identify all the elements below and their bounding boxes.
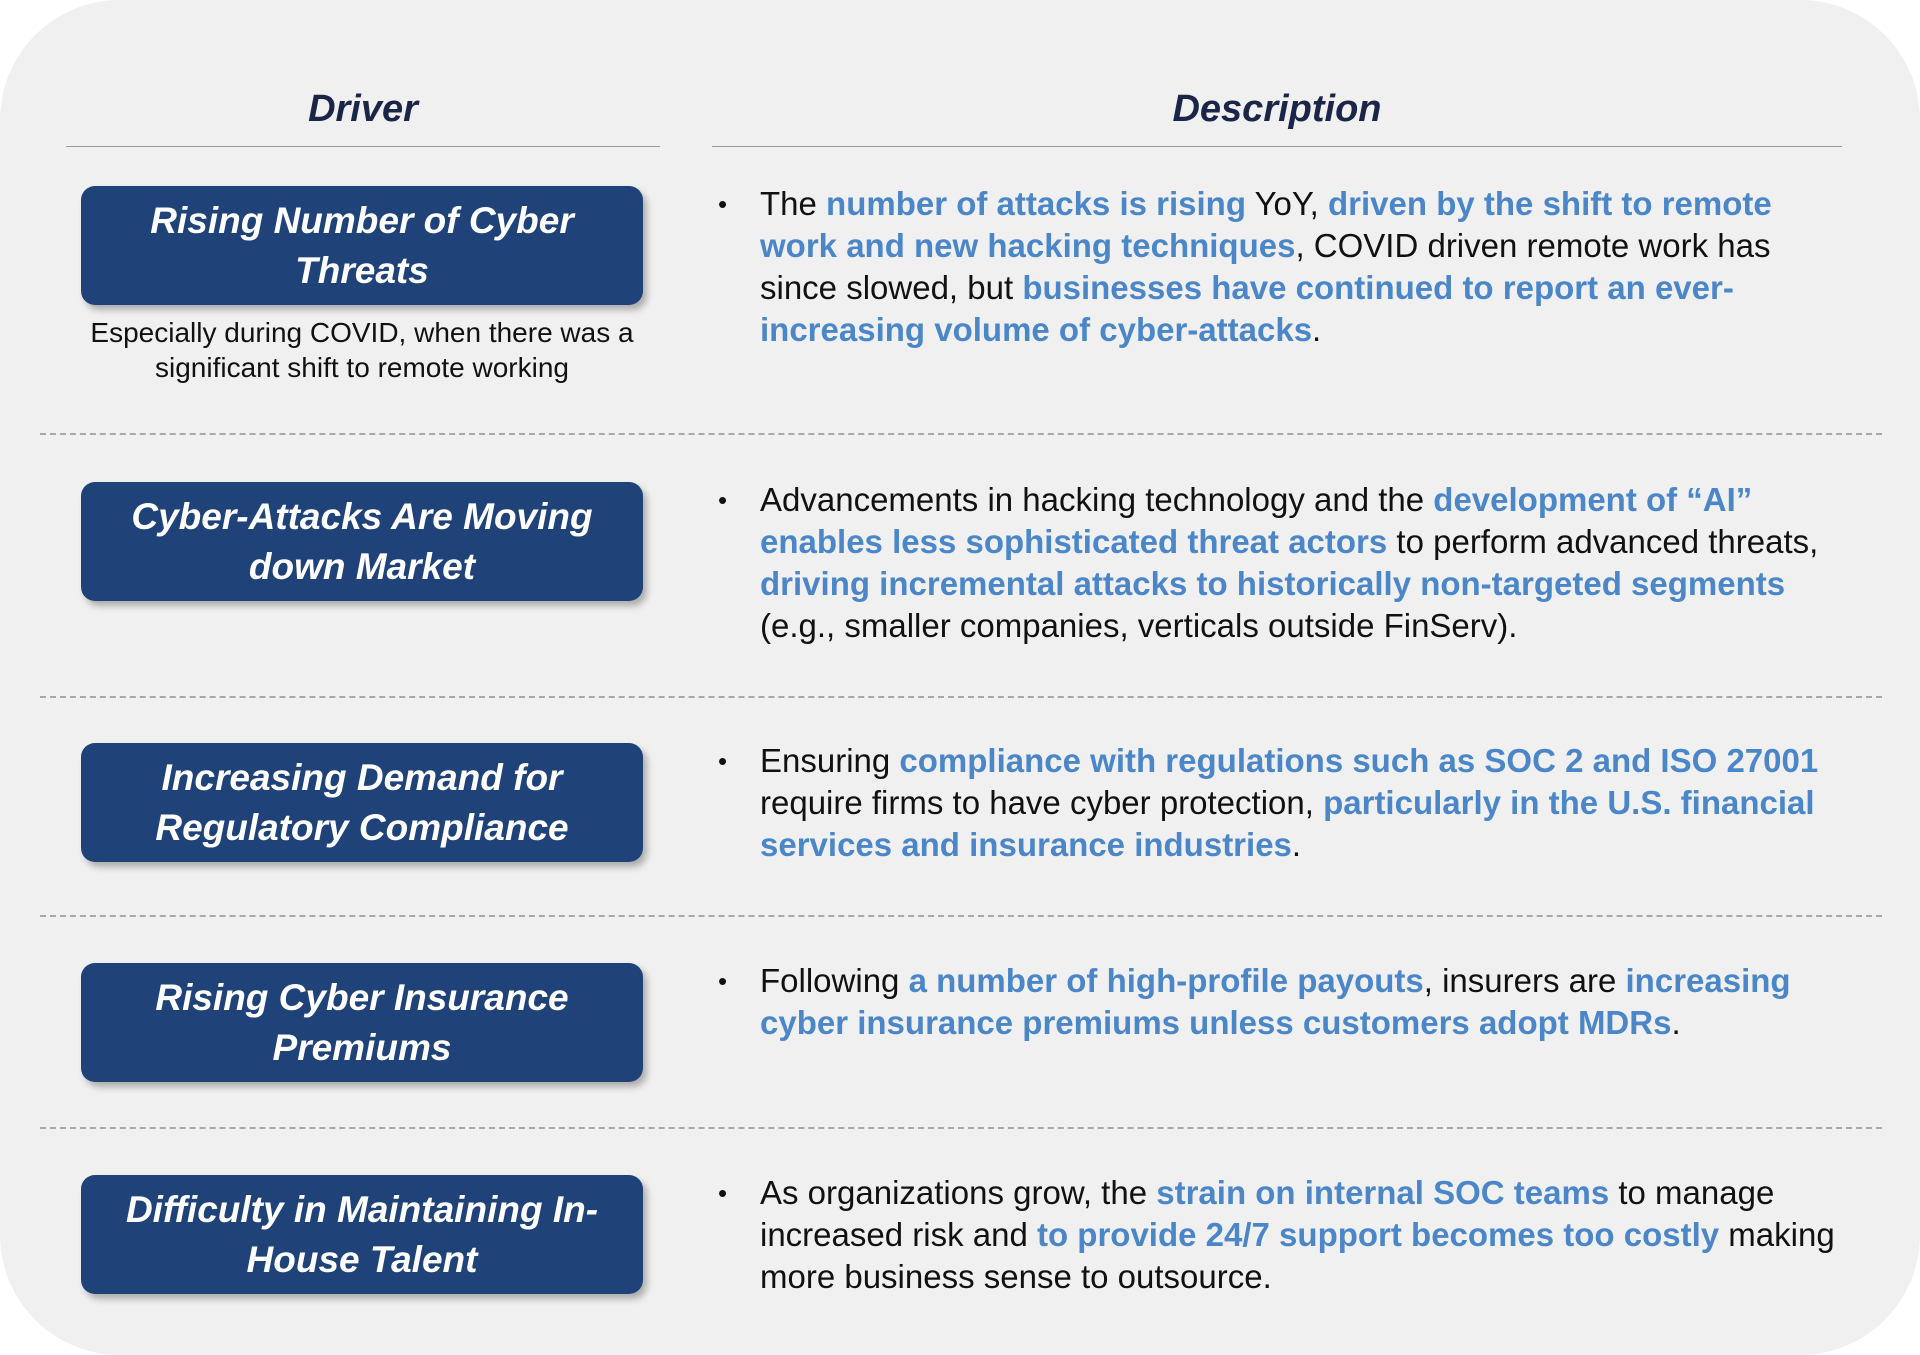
driver-box-rising-threats: Rising Number of Cyber Threats bbox=[81, 186, 643, 305]
bullet-icon: • bbox=[718, 966, 728, 996]
plain-text: require firms to have cyber protection, bbox=[760, 784, 1324, 821]
driver-box-insurance-premiums: Rising Cyber Insurance Premiums bbox=[81, 963, 643, 1082]
description-down-market: • Advancements in hacking technology and… bbox=[718, 479, 1838, 647]
bullet-icon: • bbox=[718, 1178, 728, 1208]
description-column-header: Description bbox=[1172, 88, 1382, 130]
highlight-phrase: to provide 24/7 support becomes too cost… bbox=[1036, 1216, 1720, 1253]
highlight-phrase: driving incremental attacks to historica… bbox=[760, 565, 1786, 602]
plain-text: . bbox=[1671, 1004, 1681, 1041]
highlight-phrase: a number of high-profile payouts bbox=[908, 962, 1424, 999]
highlight-phrase: number of attacks is rising bbox=[826, 185, 1246, 222]
plain-text: Ensuring bbox=[760, 742, 900, 779]
description-insurance-premiums: • Following a number of high-profile pay… bbox=[718, 960, 1838, 1044]
description-text: As organizations grow, the strain on int… bbox=[760, 1172, 1838, 1298]
highlight-phrase: businesses have continued to report an e… bbox=[760, 269, 1734, 348]
description-regulatory-compliance: • Ensuring compliance with regulations s… bbox=[718, 740, 1838, 866]
bullet-icon: • bbox=[718, 485, 728, 515]
plain-text: , insurers are bbox=[1423, 962, 1626, 999]
driver-note-covid: Especially during COVID, when there was … bbox=[90, 317, 634, 383]
driver-box-in-house-talent: Difficulty in Maintaining In-House Talen… bbox=[81, 1175, 643, 1294]
description-text: Ensuring compliance with regulations suc… bbox=[760, 740, 1838, 866]
plain-text: Following bbox=[760, 962, 909, 999]
row-divider bbox=[40, 433, 1882, 435]
highlight-phrase: driven by the shift to remote work and n… bbox=[760, 185, 1772, 264]
description-text: Advancements in hacking technology and t… bbox=[760, 479, 1838, 647]
plain-text: . bbox=[1312, 311, 1322, 348]
highlight-phrase: particularly in the U.S. financial servi… bbox=[760, 784, 1815, 863]
highlight-phrase: strain on internal SOC teams bbox=[1156, 1174, 1610, 1211]
plain-text: (e.g., smaller companies, verticals outs… bbox=[760, 607, 1518, 644]
plain-text: As organizations grow, the bbox=[760, 1174, 1157, 1211]
description-text: The number of attacks is rising YoY, dri… bbox=[760, 183, 1838, 351]
plain-text: , COVID driven remote work has since slo… bbox=[760, 227, 1771, 306]
row-divider bbox=[40, 696, 1882, 698]
bullet-icon: • bbox=[718, 746, 728, 776]
plain-text: to perform advanced threats, bbox=[1387, 523, 1819, 560]
plain-text: to manage increased risk and bbox=[760, 1174, 1775, 1253]
plain-text: Advancements in hacking technology and t… bbox=[760, 481, 1434, 518]
highlight-phrase: compliance with regulations such as SOC … bbox=[899, 742, 1819, 779]
description-rising-threats: • The number of attacks is rising YoY, d… bbox=[718, 183, 1838, 351]
plain-text: The bbox=[760, 185, 827, 222]
driver-header-rule bbox=[66, 146, 660, 147]
description-in-house-talent: • As organizations grow, the strain on i… bbox=[718, 1172, 1838, 1298]
driver-box-regulatory-compliance: Increasing Demand for Regulatory Complia… bbox=[81, 743, 643, 862]
driver-box-down-market: Cyber-Attacks Are Moving down Market bbox=[81, 482, 643, 601]
highlight-phrase: development of “AI” enables less sophist… bbox=[760, 481, 1753, 560]
driver-column-header: Driver bbox=[308, 88, 418, 130]
plain-text: YoY, bbox=[1246, 185, 1329, 222]
bullet-icon: • bbox=[718, 189, 728, 219]
description-header-rule bbox=[712, 146, 1842, 147]
plain-text: . bbox=[1291, 826, 1302, 863]
plain-text: making more business sense to outsource. bbox=[760, 1216, 1835, 1295]
highlight-phrase: increasing cyber insurance premiums unle… bbox=[760, 962, 1791, 1041]
row-divider bbox=[40, 1127, 1882, 1129]
description-text: Following a number of high-profile payou… bbox=[760, 960, 1838, 1044]
row-divider bbox=[40, 915, 1882, 917]
